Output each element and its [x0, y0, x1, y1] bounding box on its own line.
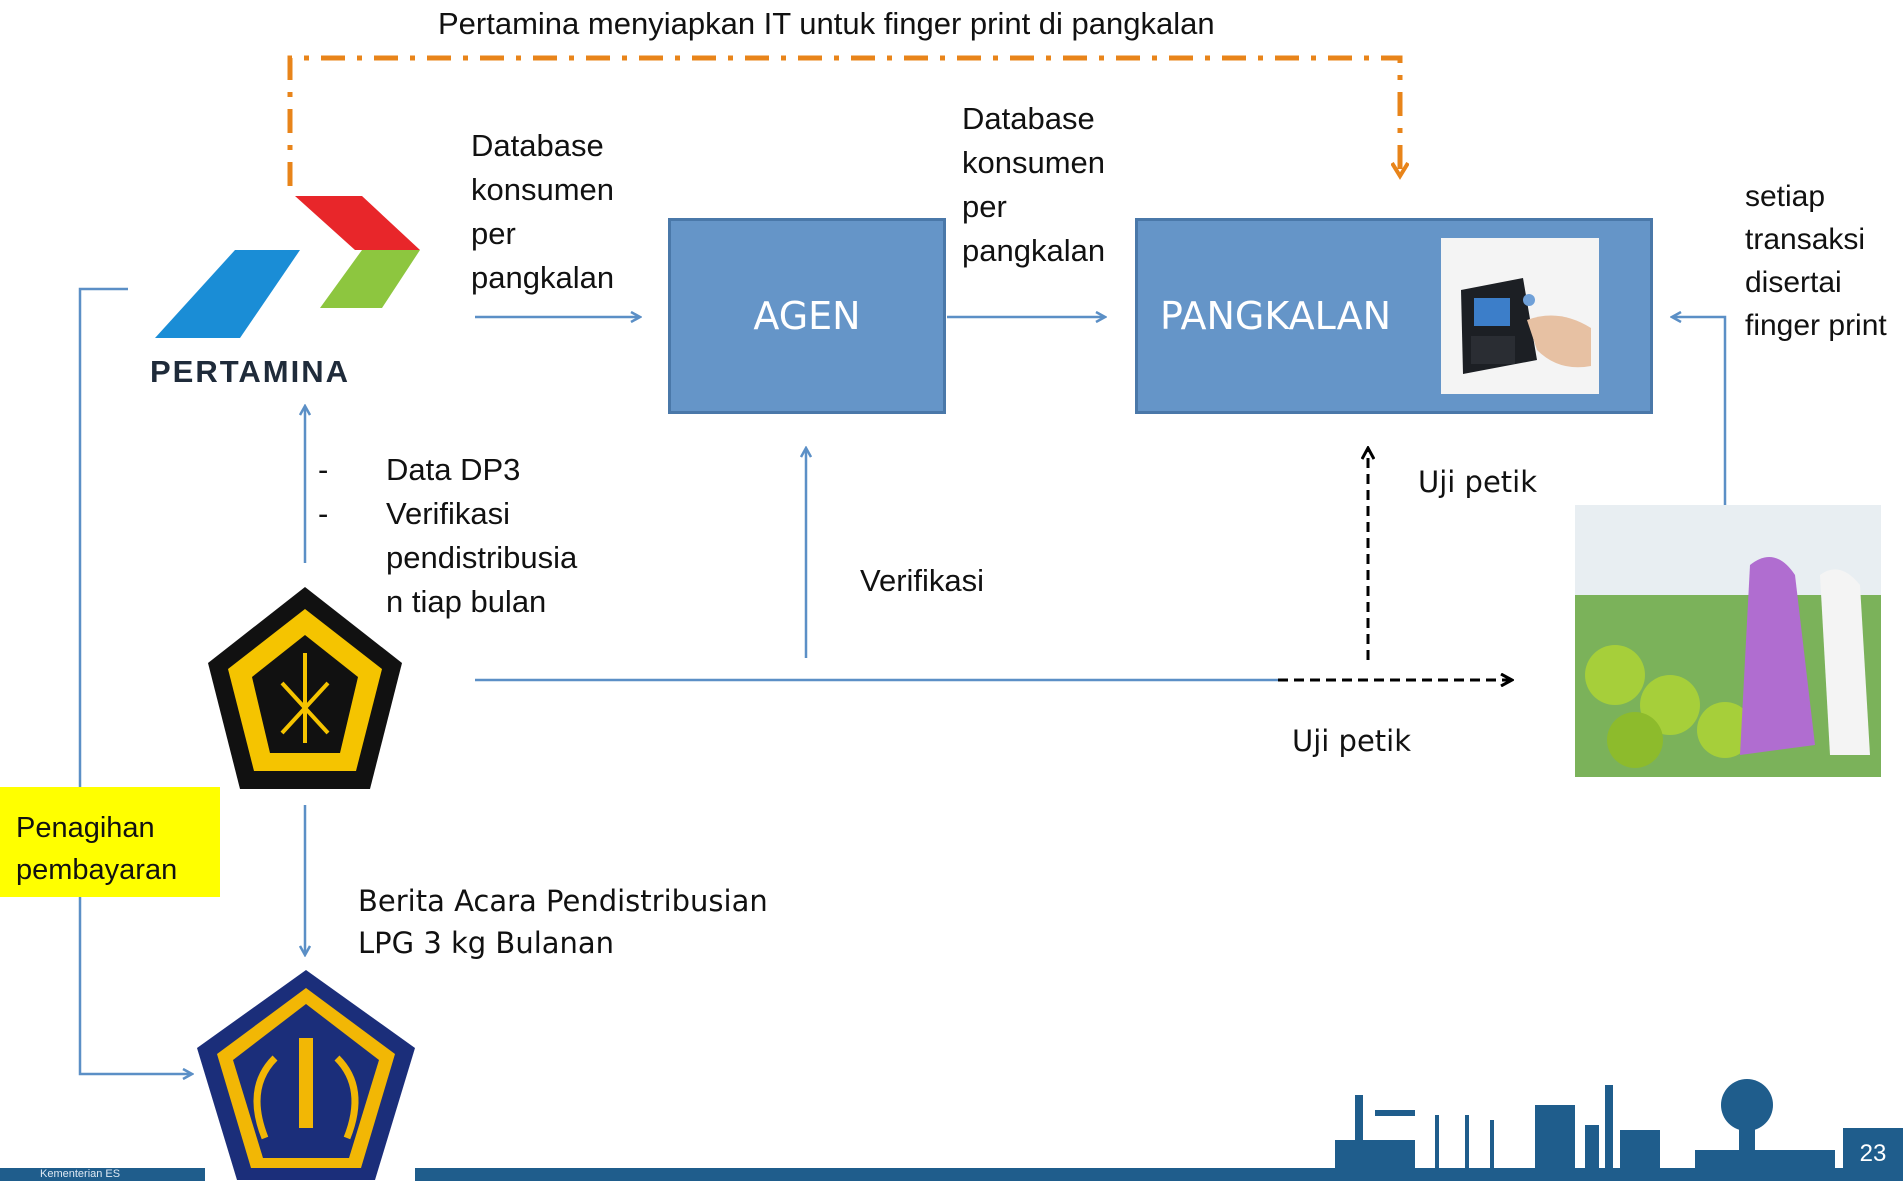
uji-petik-pangkalan-label: Uji petik [1418, 465, 1538, 499]
kemenkeu-logo [195, 968, 417, 1180]
fingerprint-note: setiap transaksi disertai finger print [1745, 180, 1887, 342]
agen-label: AGEN [753, 294, 861, 338]
arrow-penagihan [78, 287, 192, 1074]
verifikasi-label: Verifikasi [860, 563, 985, 598]
penagihan-label: Penagihan pembayaran [0, 787, 220, 897]
db-label-pertamina: Database konsumen per pangkalan [471, 128, 615, 295]
db-label-agen: Database konsumen per pangkalan [962, 101, 1106, 268]
uji-petik-consumer-label: Uji petik [1292, 724, 1412, 758]
pertamina-wordmark: PERTAMINA [150, 354, 350, 389]
esdm-emblem-icon [208, 587, 402, 789]
esdm-logo [200, 583, 410, 795]
skyline-icon [1335, 1079, 1835, 1170]
footer-org-label: Kementerian ES [0, 1168, 205, 1181]
arrow-consumer-pangkalan [1672, 317, 1727, 505]
pertamina-emblem-icon [155, 196, 420, 338]
footer-bar [415, 1168, 1903, 1181]
agen-box: AGEN [668, 218, 946, 414]
fingerprint-device-image [1441, 238, 1599, 394]
consumer-photo [1575, 505, 1881, 777]
it-setup-dashed-arrow [287, 55, 1400, 186]
pangkalan-box: PANGKALAN [1135, 218, 1653, 414]
esdm-list-item: - Verifikasi pendistribusia n tiap bulan [318, 496, 578, 619]
pangkalan-label: PANGKALAN [1160, 294, 1392, 338]
esdm-list-item: - Data DP3 [318, 452, 521, 487]
top-note: Pertamina menyiapkan IT untuk finger pri… [438, 6, 1215, 41]
pertamina-logo: PERTAMINA [150, 190, 440, 390]
page-number: 23 [1843, 1128, 1903, 1180]
kemenkeu-emblem-icon [197, 970, 415, 1180]
esdm-list: - Data DP3 - Verifikasi pendistribusia n… [318, 448, 577, 624]
footer-skyline-graphic [1335, 1075, 1835, 1170]
berita-acara-label: Berita Acara Pendistribusian LPG 3 kg Bu… [358, 884, 768, 960]
